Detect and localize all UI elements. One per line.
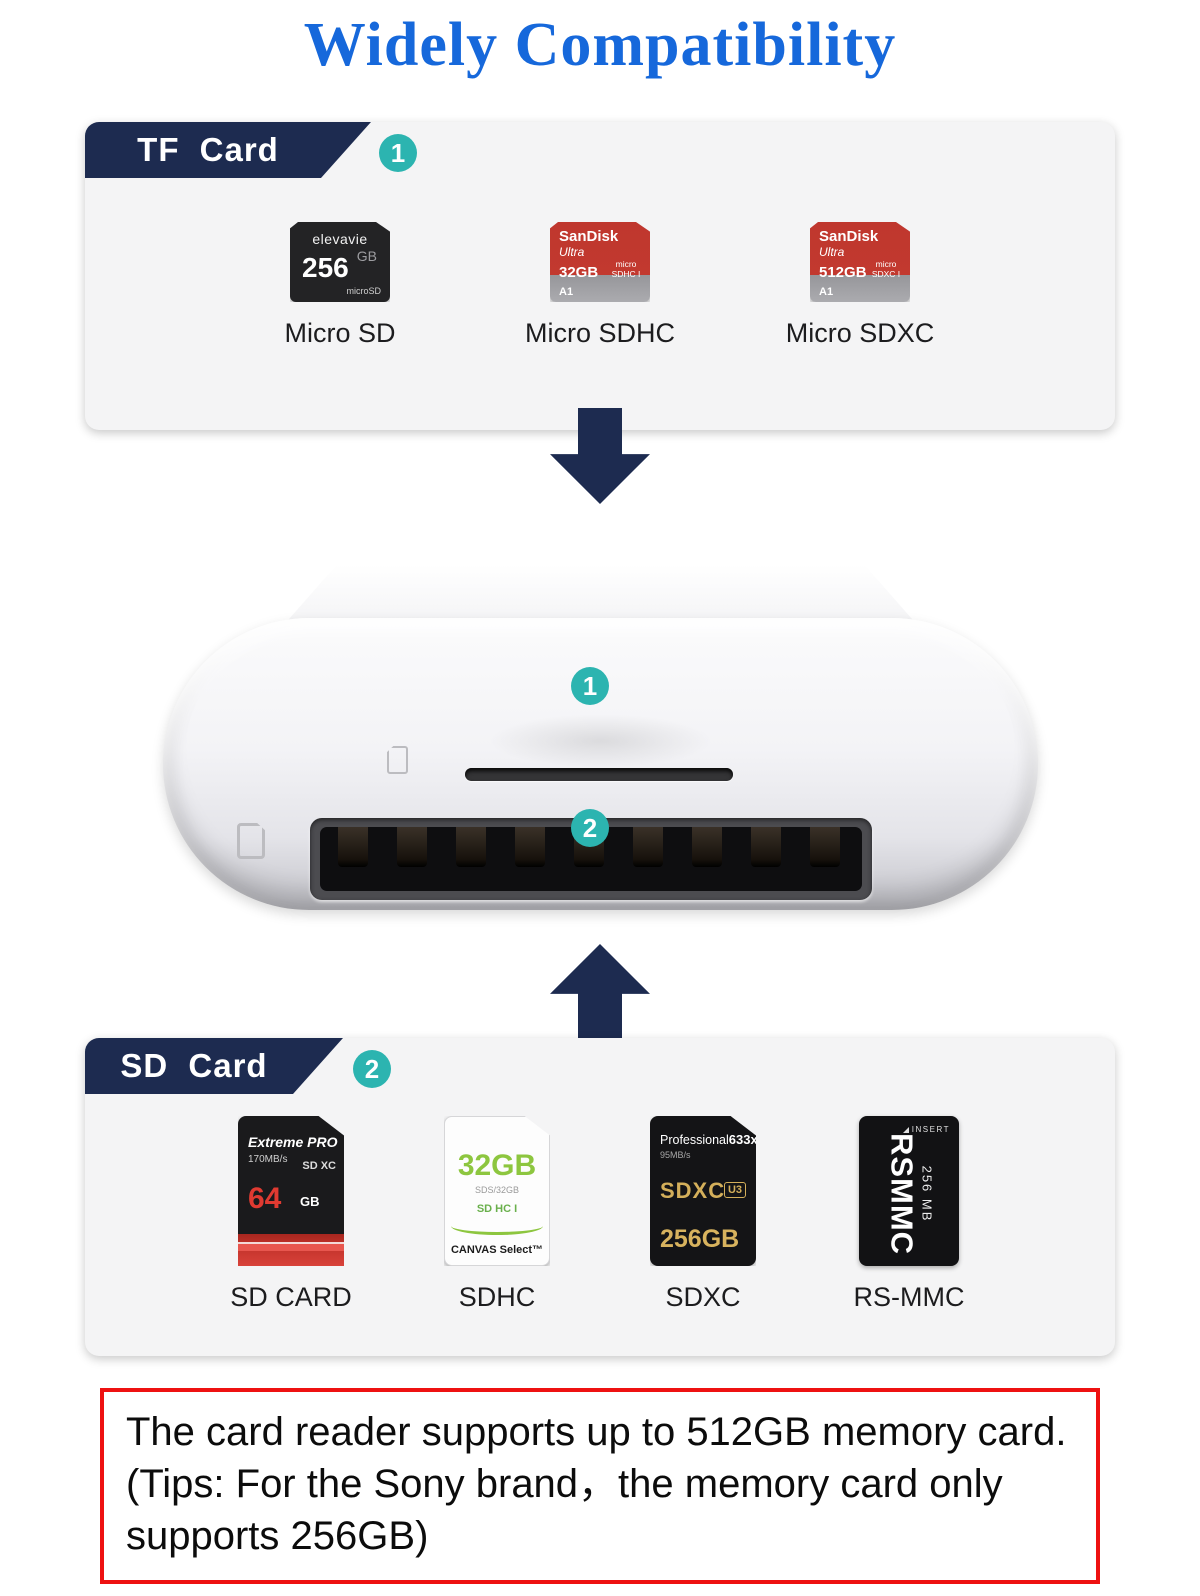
sd-slot-pin [456, 827, 486, 867]
card-sub: SDS/32GB [474, 1185, 520, 1195]
green-swoosh [451, 1217, 543, 1235]
card-name: Extreme PRO [248, 1134, 338, 1150]
slot1-badge: 1 [571, 667, 609, 705]
insert-arrow-icon [902, 1126, 909, 1133]
slot2-badge: 2 [571, 809, 609, 847]
card-series: Ultra [559, 245, 585, 259]
tf-card-panel: TF Card 1 elevavie GB 256 microSD Micro … [85, 122, 1115, 430]
note-box: The card reader supports up to 512GB mem… [100, 1388, 1100, 1584]
micro-sdhc-logo: micro SDHC I [611, 259, 641, 279]
sd-card-sdxc: Professional 633x 95MB/s SDXC U3 256GB S… [629, 1116, 777, 1313]
tf-card-micro-sd: elevavie GB 256 microSD Micro SD [250, 222, 430, 349]
sd-badge-2: 2 [353, 1050, 391, 1088]
card-speed: 95MB/s [660, 1150, 691, 1160]
card-label: SDXC [665, 1282, 741, 1312]
sd-card-rsmmc: INSERT 256 MB RSMMC RS-MMC [835, 1116, 983, 1313]
sd-slot-pin [751, 827, 781, 867]
sd-slot-pin [633, 827, 663, 867]
card-capacity: 256 [302, 252, 349, 283]
micro-sdxc-logo: micro SDXC I [871, 259, 901, 279]
card-brand: SanDisk [559, 228, 619, 245]
tf-banner: TF Card [85, 122, 371, 178]
tf-cards-row: elevavie GB 256 microSD Micro SD SanDisk… [85, 222, 1115, 349]
sdhc-card-image: 32GB SDS/32GB SD HC I CANVAS Select™ [444, 1116, 550, 1266]
card-unit: GB [356, 248, 377, 264]
sd-banner: SD Card [85, 1038, 343, 1094]
thumb-groove [488, 714, 713, 768]
card-label: Micro SDXC [785, 318, 935, 348]
micro-sd-logo: microSD [346, 286, 381, 296]
micro-sd-card-image: elevavie GB 256 microSD [290, 222, 390, 302]
card-capacity: 256GB [660, 1225, 740, 1253]
rsmmc-card-image: INSERT 256 MB RSMMC [859, 1116, 959, 1266]
insert-text: INSERT [911, 1125, 950, 1134]
card-brand: SanDisk [819, 228, 879, 245]
page-title: Widely Compatibility [303, 11, 897, 79]
card-speed-class: A1 [559, 286, 574, 298]
card-capacity: 64 [248, 1182, 282, 1215]
card-capacity: 512GB [819, 264, 867, 281]
card-capacity: 32GB [457, 1149, 537, 1182]
sd-slot-pins [338, 827, 844, 867]
card-label: Micro SDHC [524, 318, 675, 348]
sd-card-extreme-pro: Extreme PRO 170MB/s SD XC 64 GB SD CARD [217, 1116, 365, 1313]
micro-sd-slot [465, 768, 733, 781]
card-speed: 170MB/s [248, 1154, 288, 1165]
card-speed-class: A1 [819, 286, 834, 298]
card-grade: 633x [728, 1132, 758, 1147]
micro-sdhc-card-image: SanDisk Ultra 32GB micro SDHC I A1 [550, 222, 650, 302]
sd-card-sdhc: 32GB SDS/32GB SD HC I CANVAS Select™ SDH… [423, 1116, 571, 1313]
card-brand: elevavie [312, 231, 368, 247]
sd-card-panel: SD Card 2 Extreme PRO 170MB/s SD XC 64 G… [85, 1038, 1115, 1356]
sdhc-logo: SD HC I [476, 1203, 518, 1215]
card-label: Micro SD [284, 318, 396, 348]
up-arrow-icon [550, 944, 650, 1040]
tf-badge-1: 1 [379, 134, 417, 172]
red-stripe-band [238, 1242, 344, 1251]
sd-print-icon [237, 823, 265, 859]
micro-sd-print-icon [387, 746, 408, 774]
reader-front-face [163, 618, 1038, 910]
sd-slot-pin [810, 827, 840, 867]
card-label: RS-MMC [853, 1282, 965, 1312]
card-capacity: 32GB [559, 264, 599, 281]
sd-slot-pin [397, 827, 427, 867]
card-reader: 1 2 [163, 563, 1038, 911]
card-unit: GB [300, 1194, 320, 1209]
sd-cards-row: Extreme PRO 170MB/s SD XC 64 GB SD CARD … [85, 1116, 1115, 1313]
micro-sdxc-card-image: SanDisk Ultra 512GB micro SDXC I A1 [810, 222, 910, 302]
sd-slot-pin [338, 827, 368, 867]
card-capacity: 256 MB [919, 1165, 935, 1223]
sd-card-image: Extreme PRO 170MB/s SD XC 64 GB [238, 1116, 344, 1266]
sd-slot-pin [692, 827, 722, 867]
card-name: Professional [660, 1133, 729, 1147]
tf-card-micro-sdhc: SanDisk Ultra 32GB micro SDHC I A1 Micro… [510, 222, 690, 349]
card-speed-class: U3 [723, 1182, 746, 1198]
rsmmc-rotated-text: 256 MB RSMMC [884, 1133, 935, 1255]
sd-slot-pin [515, 827, 545, 867]
red-stripe [238, 1234, 344, 1266]
card-label: SDHC [458, 1282, 536, 1312]
card-brand: CANVAS Select™ [450, 1244, 544, 1256]
sdxc-logo: SDXC [660, 1178, 726, 1203]
sdxc-logo: SD XC [302, 1160, 336, 1172]
card-name: RSMMC [884, 1132, 920, 1256]
sdxc-card-image: Professional 633x 95MB/s SDXC U3 256GB [650, 1116, 756, 1266]
insert-label: INSERT [902, 1125, 950, 1134]
card-label: SD CARD [230, 1282, 352, 1312]
card-name-row: Professional 633x [650, 1116, 756, 1147]
tf-card-micro-sdxc: SanDisk Ultra 512GB micro SDXC I A1 Micr… [770, 222, 950, 349]
card-series: Ultra [819, 245, 845, 259]
